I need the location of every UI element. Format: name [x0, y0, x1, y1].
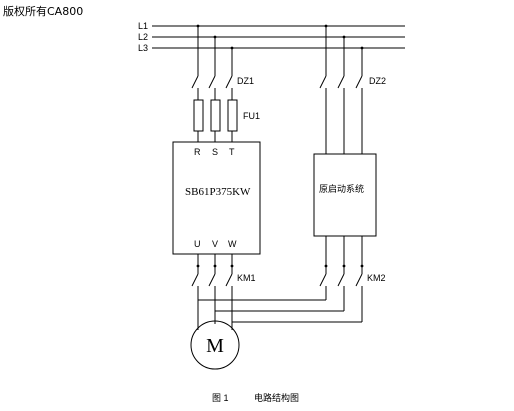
- bus-junction-dots: [196, 24, 364, 268]
- vfd-input-s: S: [212, 147, 218, 157]
- vfd-input-t: T: [229, 147, 235, 157]
- bus-label-l3: L3: [138, 43, 148, 53]
- fuse-fu1: [193, 99, 238, 142]
- vfd-output-u: U: [194, 239, 201, 249]
- breaker-dz2: [319, 68, 363, 154]
- contactor-km1: [191, 266, 233, 287]
- motor-symbol: M: [206, 335, 224, 357]
- breaker-dz1: [191, 68, 233, 100]
- vfd-output-v: V: [212, 239, 218, 249]
- breaker-label-dz1: DZ1: [237, 76, 254, 86]
- figure-number: 图 1: [212, 393, 229, 403]
- breaker-label-dz2: DZ2: [369, 76, 386, 86]
- motor-circle: [190, 320, 240, 370]
- starter-name: 原启动系统: [319, 183, 364, 194]
- contactor-label-km1: KM1: [237, 273, 256, 283]
- motor-feed-wiring: [197, 286, 363, 330]
- bus-label-l2: L2: [138, 32, 148, 42]
- contactor-km2: [319, 266, 363, 287]
- vfd-name: SB61P375KW: [185, 186, 251, 198]
- starter-box: [313, 153, 377, 237]
- figure-title: 电路结构图: [254, 392, 299, 403]
- vfd-box: [172, 141, 261, 255]
- fuse-label: FU1: [243, 111, 260, 121]
- contactor-label-km2: KM2: [367, 273, 386, 283]
- vfd-input-r: R: [194, 147, 201, 157]
- vfd-output-w: W: [228, 239, 237, 249]
- copyright-text: 版权所有CA800: [3, 5, 84, 18]
- bus-label-l1: L1: [138, 21, 148, 31]
